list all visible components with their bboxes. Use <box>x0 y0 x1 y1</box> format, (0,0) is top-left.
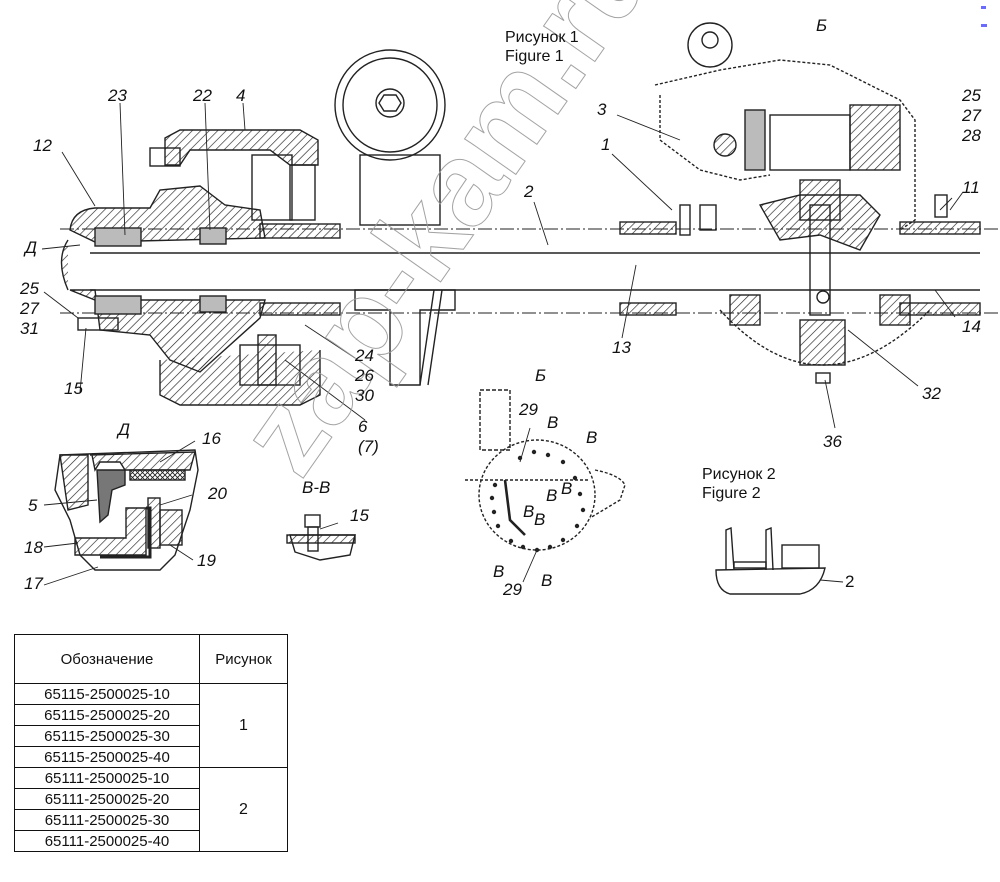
callout-6-7: 6 (7) <box>358 417 379 456</box>
callout-b-29-top: 29 <box>519 400 538 419</box>
brake-actuator <box>239 49 456 386</box>
callout-d-19: 19 <box>197 551 216 570</box>
designation-cell: 65111-2500025-30 <box>14 809 200 831</box>
callout-b-29-bottom: 29 <box>503 580 522 599</box>
detail-d-label: Д <box>118 420 130 439</box>
section-mark-v4: В <box>546 486 558 505</box>
callout-d-20: 20 <box>208 484 227 503</box>
leader-lines <box>41 102 964 586</box>
callout-d-17: 17 <box>24 574 43 593</box>
designation-table: Обозначение Рисунок 65115-2500025-10 1 6… <box>14 634 288 852</box>
view-b <box>465 389 626 553</box>
section-mark-v2: В <box>586 428 598 447</box>
table-row: 65111-2500025-10 2 <box>14 767 288 852</box>
callout-1: 1 <box>601 135 611 154</box>
callout-d-16: 16 <box>202 429 221 448</box>
header-designation: Обозначение <box>14 634 200 684</box>
figure-2-callout-2: 2 <box>845 572 855 591</box>
detail-d <box>54 449 199 571</box>
callout-15: 15 <box>64 379 83 398</box>
differential-housing <box>654 22 948 384</box>
callout-2: 2 <box>524 182 534 201</box>
section-vv-label: В-В <box>302 478 331 497</box>
designation-cell: 65115-2500025-40 <box>14 746 200 768</box>
callout-vv-15: 15 <box>350 506 369 525</box>
designation-cell: 65115-2500025-30 <box>14 725 200 747</box>
callout-d: Д <box>25 238 37 257</box>
axle-beam <box>60 221 1000 316</box>
section-mark-v5: В <box>523 502 535 521</box>
callout-24-26-30: 24 26 30 <box>355 346 374 405</box>
figure-2-sketch <box>715 526 826 595</box>
section-mark-v7: В <box>493 562 505 581</box>
callout-3: 3 <box>597 100 607 119</box>
figure-2-title-en: Figure 2 <box>702 485 761 502</box>
designation-cell: 65111-2500025-10 <box>14 767 200 789</box>
callout-32: 32 <box>922 384 941 403</box>
figure-2-title-ru: Рисунок 2 <box>702 466 776 483</box>
view-b-arrow-label: Б <box>816 16 828 35</box>
callout-d-5: 5 <box>28 496 38 515</box>
table-row: 65111-2500025-40 <box>14 830 288 852</box>
left-hub <box>60 129 321 406</box>
figure-cell: 1 <box>199 683 288 768</box>
section-mark-v3: В <box>561 479 573 498</box>
callout-4: 4 <box>236 86 246 105</box>
designation-cell: 65115-2500025-20 <box>14 704 200 726</box>
table-header-row: Обозначение Рисунок <box>14 634 288 684</box>
callout-25-27-28: 25 27 28 <box>962 86 981 145</box>
section-bb <box>286 514 356 561</box>
table-row: 65111-2500025-30 <box>14 809 288 831</box>
callout-36: 36 <box>823 432 842 451</box>
designation-cell: 65111-2500025-40 <box>14 830 200 852</box>
table-row: 65115-2500025-10 1 <box>14 683 288 768</box>
designation-cell: 65111-2500025-20 <box>14 788 200 810</box>
callout-12: 12 <box>33 136 52 155</box>
callout-22: 22 <box>193 86 212 105</box>
table-row: 65115-2500025-40 <box>14 746 288 768</box>
table-row: 65115-2500025-20 <box>14 704 288 726</box>
header-figure: Рисунок <box>199 634 288 684</box>
callout-14: 14 <box>962 317 981 336</box>
callout-25-27-31: 25 27 31 <box>20 279 39 338</box>
callout-23: 23 <box>108 86 127 105</box>
callout-13: 13 <box>612 338 631 357</box>
figure-cell: 2 <box>199 767 288 852</box>
callout-d-18: 18 <box>24 538 43 557</box>
figure-1-title-en: Figure 1 <box>505 48 564 65</box>
designation-cell: 65115-2500025-10 <box>14 683 200 705</box>
figure-1-title-ru: Рисунок 1 <box>505 29 579 46</box>
view-b-label: Б <box>535 366 547 385</box>
section-mark-v1: В <box>547 413 559 432</box>
section-mark-v6: В <box>534 510 546 529</box>
corner-mark-icon <box>981 6 995 27</box>
callout-11: 11 <box>962 178 980 197</box>
section-mark-v8: В <box>541 571 553 590</box>
